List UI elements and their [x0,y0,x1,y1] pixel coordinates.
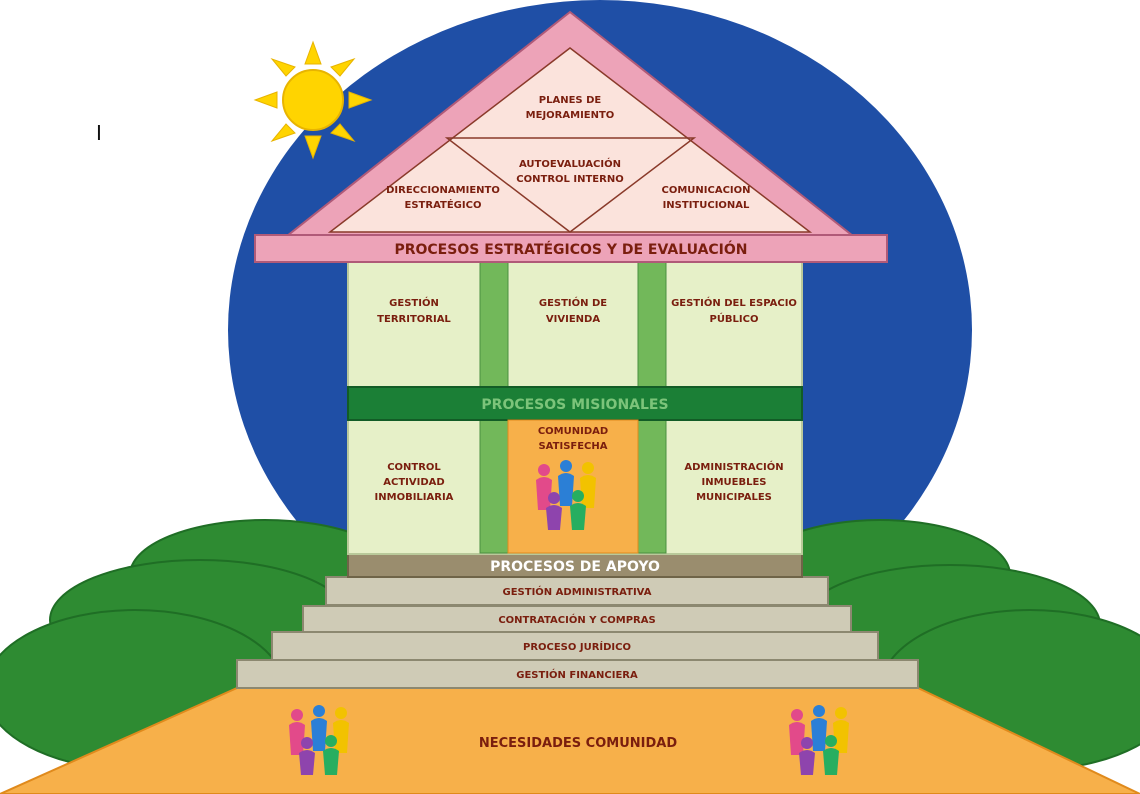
support-band [347,552,803,578]
roof-label-top: PLANES DE [539,95,602,106]
community-people-icon [789,705,849,775]
cell-label: INMUEBLES [701,477,766,488]
step-4 [236,659,919,689]
stairs [236,576,919,689]
step-2 [302,605,852,633]
cell-label: INMOBILIARIA [375,492,454,503]
side-mark: I [96,121,102,145]
cell-label: VIVIENDA [546,314,600,325]
cell-label: ADMINISTRACIÓN [684,460,783,473]
roof-label-top: MEJORAMIENTO [526,110,615,121]
cell-label: TERRITORIAL [377,314,451,325]
roof-label-right: INSTITUCIONAL [663,200,750,211]
support-label: PROCESOS DE APOYO [490,559,660,575]
cell-label: GESTIÓN DE [539,296,607,309]
cell-label: GESTIÓN DEL ESPACIO [671,296,797,309]
roof-label-right: COMUNICACION [661,185,750,196]
columns [479,261,667,554]
step-label: CONTRATACIÓN Y COMPRAS [498,613,655,626]
roof-label-center: CONTROL INTERNO [516,174,623,185]
step-3 [271,631,879,661]
roof-label-left: ESTRATÉGICO [405,198,482,211]
cell-label: PÚBLICO [709,312,758,325]
cell-label: CONTROL [387,462,441,473]
roof-divider [444,137,697,233]
cell-label: MUNICIPALES [696,492,772,503]
sun-icon [253,40,373,160]
strategic-band [254,234,888,263]
community-people-icon [536,460,596,530]
cell-label: GESTIÓN [389,296,439,309]
step-label: GESTIÓN FINANCIERA [516,668,638,681]
cell-label: COMUNIDAD [538,426,608,437]
step-label: PROCESO JURÍDICO [523,640,631,653]
missional-label: PROCESOS MISIONALES [481,397,668,413]
roof-label-center: AUTOEVALUACIÓN [519,157,621,170]
cell-label: SATISFECHA [538,441,607,452]
community-people-icon [289,705,349,775]
base-label: NECESIDADES COMUNIDAD [479,736,677,751]
roof-label-left: DIRECCIONAMIENTO [386,185,500,196]
strategic-label: PROCESOS ESTRATÉGICOS Y DE EVALUACIÓN [394,240,747,258]
cell-label: ACTIVIDAD [383,477,444,488]
step-label: GESTIÓN ADMINISTRATIVA [503,585,652,598]
